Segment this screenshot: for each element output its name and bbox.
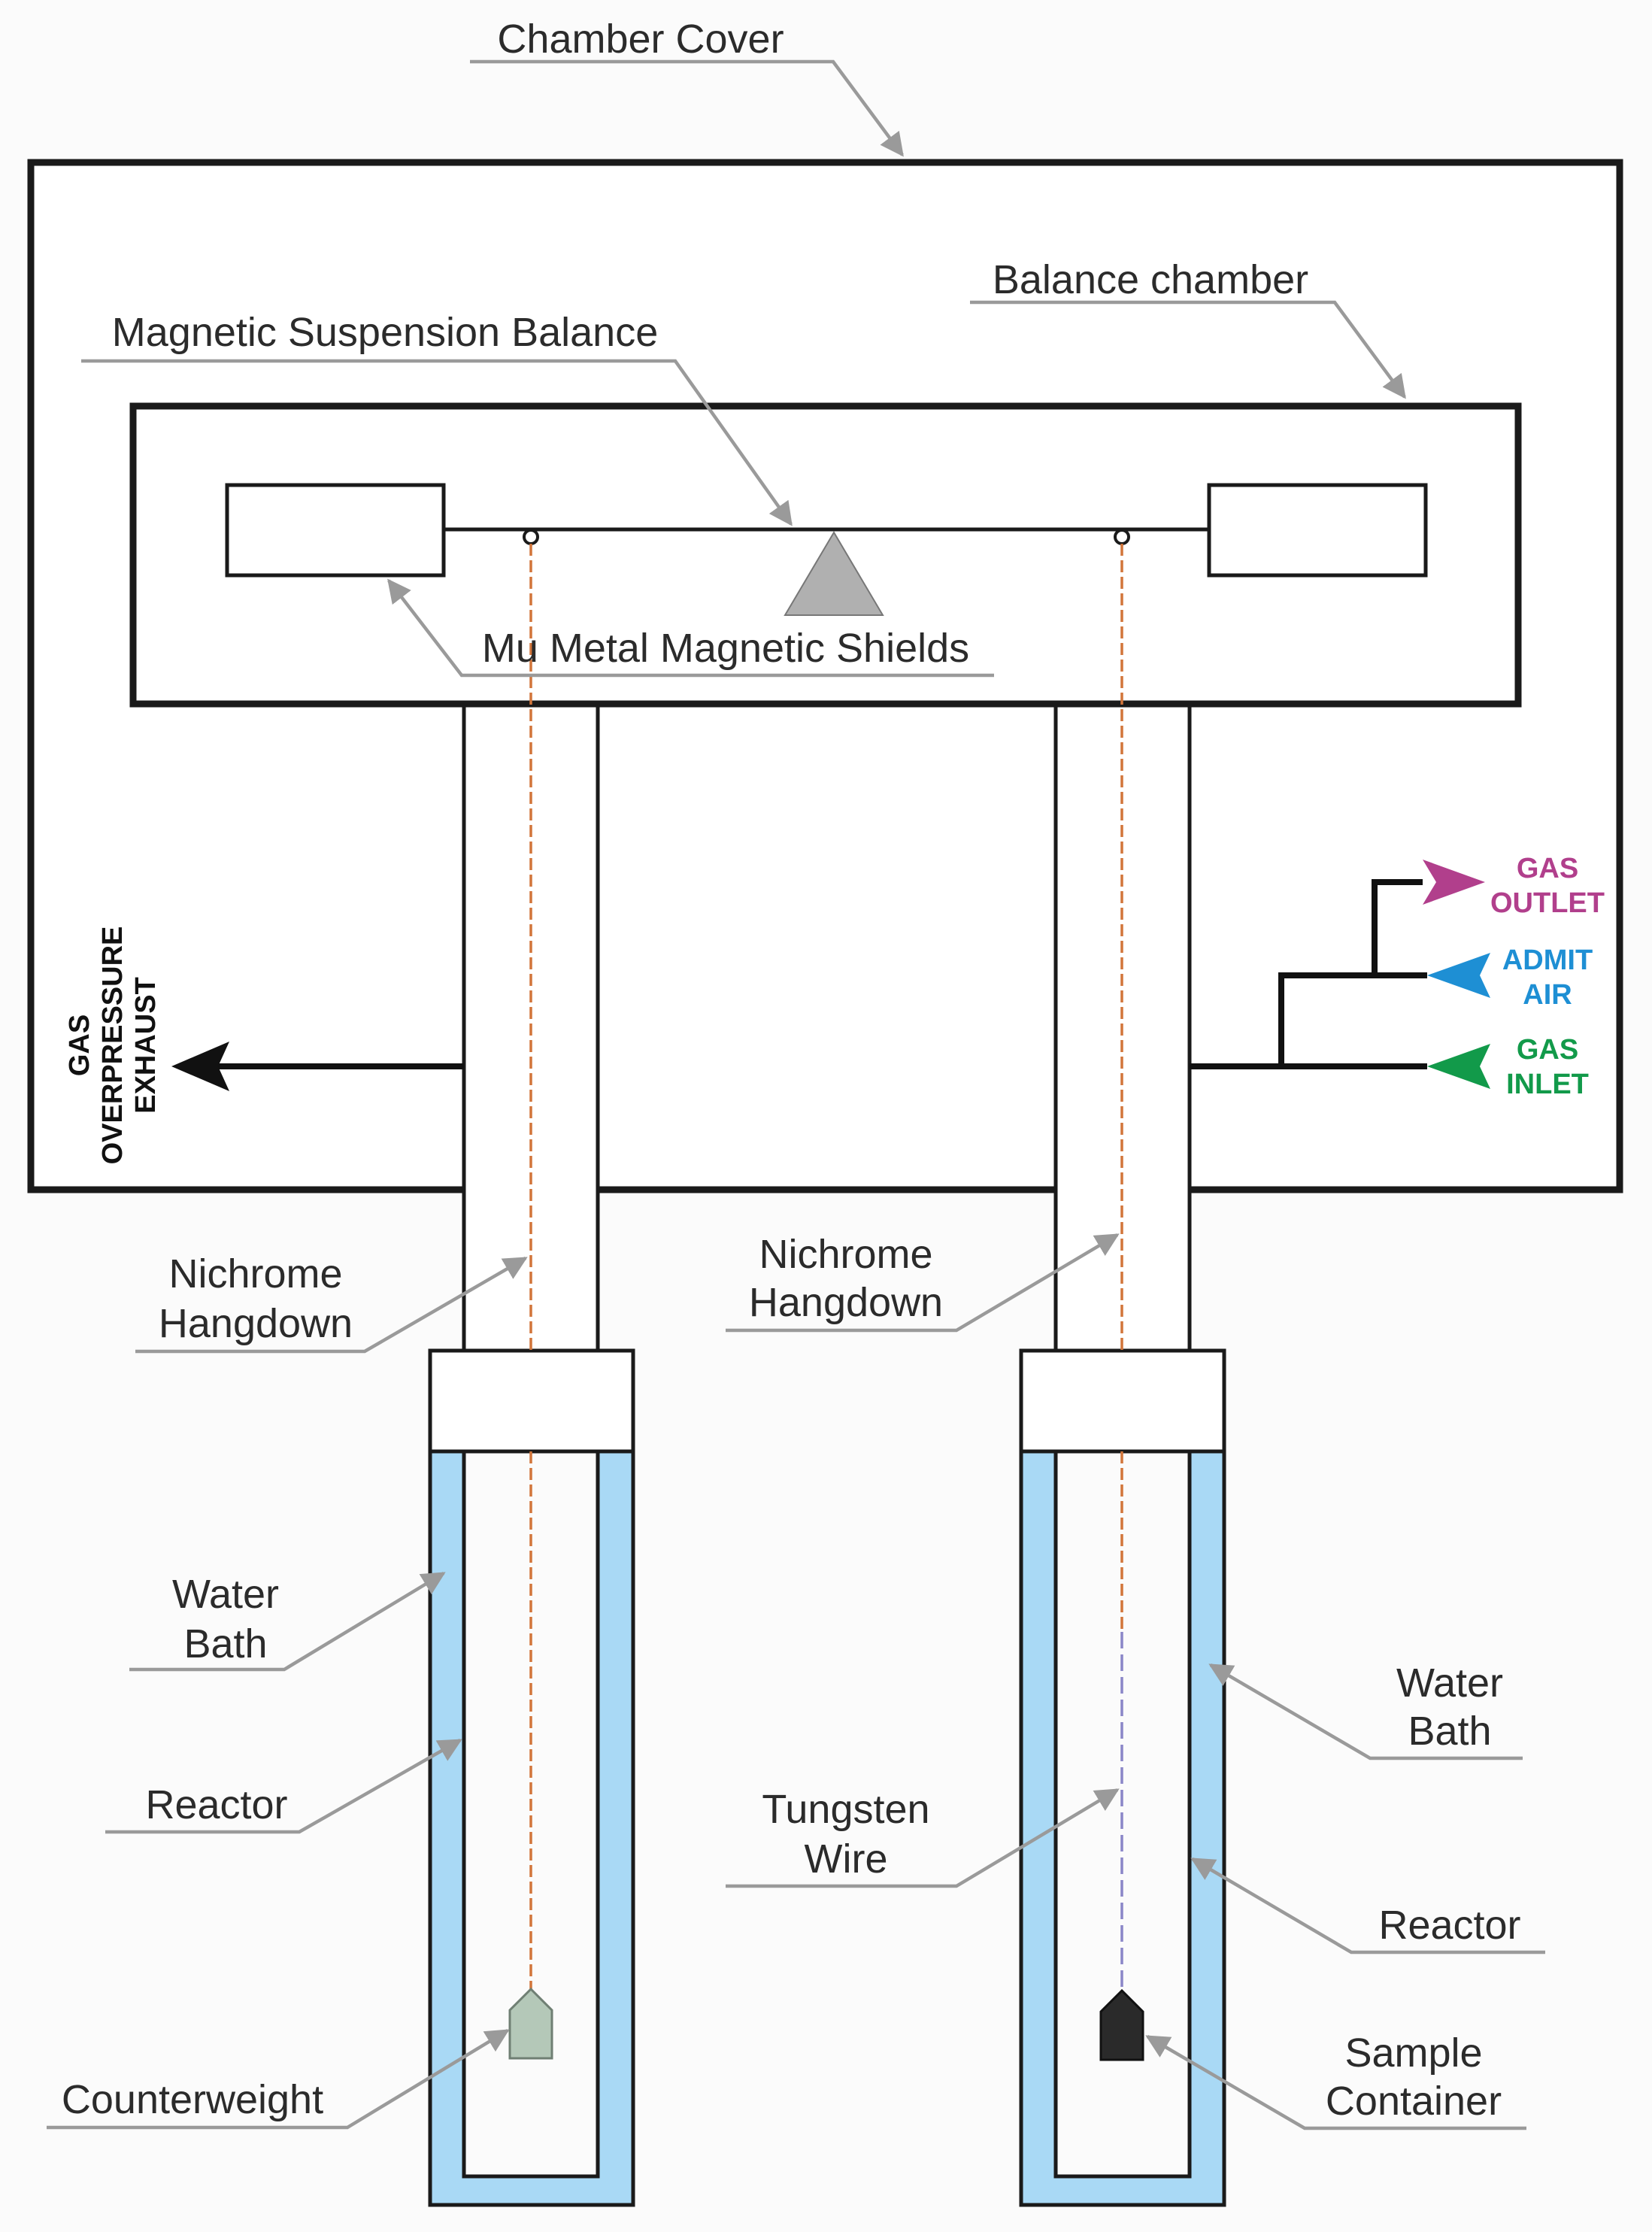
label-nichrome-left-2: Hangdown [159,1301,353,1346]
sample-container [1099,1988,1144,2061]
gas-outlet-arrow-icon [1423,860,1485,905]
magnetic-shield-left [225,483,446,578]
exhaust-label-1: GAS [64,1014,95,1076]
leader-mu-metal-shields [387,578,994,678]
admit-air-arrow-icon [1427,953,1490,998]
exhaust-label-2: OVERPRESSURE [97,926,129,1165]
label-reactor-left: Reactor [145,1782,287,1827]
label-chamber-cover: Chamber Cover [497,17,784,62]
label-reactor-right: Reactor [1378,1903,1520,1948]
label-nichrome-right-2: Hangdown [749,1280,943,1325]
gas-outlet-line [1372,879,1423,975]
magnetic-shield-right [1207,483,1428,578]
label-sample-2: Container [1326,2079,1502,2124]
reactor-cap-left [428,1348,635,1454]
leader-tungsten-wire [726,1788,1120,1888]
leader-sample-container [1145,2035,1526,2130]
leader-chamber-cover [470,59,904,157]
label-water-bath-left-2: Bath [183,1621,267,1666]
leader-nichrome-right [726,1233,1120,1333]
label-mu-metal-shields: Mu Metal Magnetic Shields [482,626,969,671]
gas-inlet-label-2: INLET [1506,1069,1589,1100]
label-tungsten-1: Tungsten [762,1787,929,1832]
admit-air-label-2: AIR [1523,979,1572,1011]
label-balance-chamber: Balance chamber [993,257,1308,302]
exhaust-arrowhead [171,1042,229,1091]
counterweight [508,1987,553,2060]
leader-reactor-left [105,1739,462,1834]
leader-reactor-right [1190,1857,1545,1955]
admit-air-label-1: ADMIT [1502,945,1593,976]
gas-outlet-label-1: GAS [1517,853,1578,884]
leader-counterweight [47,2029,510,2130]
label-counterweight: Counterweight [62,2077,323,2122]
label-magnetic-suspension-balance: Magnetic Suspension Balance [112,310,658,355]
leader-balance-chamber [970,300,1406,399]
admit-air-line [1278,972,1427,1066]
gas-outlet-label-2: OUTLET [1490,887,1605,919]
label-water-bath-right-1: Water [1396,1660,1503,1706]
leader-water-bath-right [1208,1663,1523,1760]
label-nichrome-right-1: Nichrome [759,1232,932,1277]
label-tungsten-2: Wire [805,1836,888,1882]
label-water-bath-right-2: Bath [1408,1709,1491,1754]
gas-inlet-label-1: GAS [1517,1034,1578,1066]
leader-water-bath-left [129,1572,446,1672]
leader-nichrome-left [135,1257,528,1354]
exhaust-label: GAS OVERPRESSURE EXHAUST [64,926,162,1165]
label-water-bath-left-1: Water [172,1572,279,1617]
balance-fulcrum [784,531,884,616]
hanger-pivot-left [523,529,539,545]
exhaust-label-3: EXHAUST [130,977,162,1114]
reactor-cap-right [1019,1348,1226,1454]
leader-magnetic-suspension-balance [81,359,793,526]
label-sample-1: Sample [1344,2030,1482,2076]
hanger-pivot-right [1114,529,1130,545]
label-nichrome-left-1: Nichrome [168,1251,342,1296]
gas-inlet-arrow-icon [1427,1044,1490,1089]
